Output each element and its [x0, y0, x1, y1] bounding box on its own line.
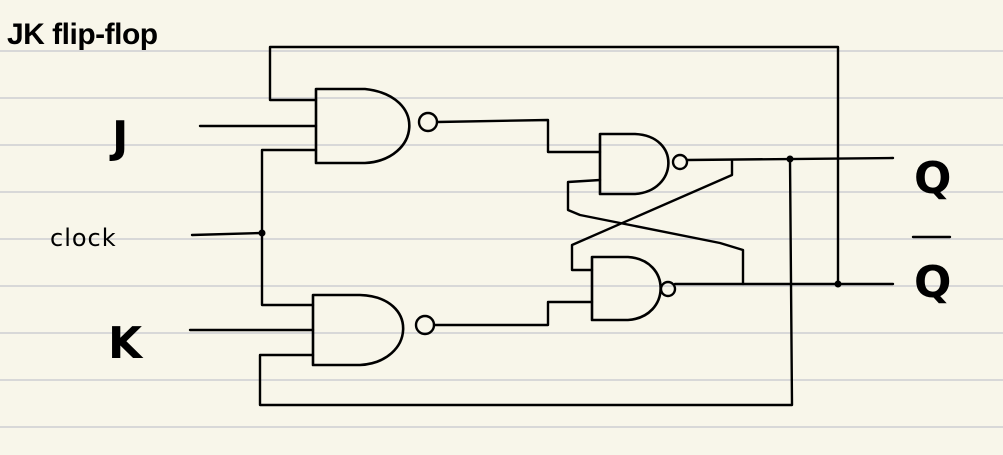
- j-label: J: [109, 112, 128, 163]
- nand-gate-3-bubble: [671, 153, 689, 171]
- clock-label: clock: [50, 224, 117, 252]
- q-junction-dot: [786, 155, 794, 163]
- nand-gate-2-bubble: [414, 314, 436, 336]
- q-bar-label: Q: [914, 257, 951, 308]
- q-label: Q: [914, 153, 951, 204]
- clock-bus-wire: [260, 148, 318, 307]
- page-title: JK flip-flop: [7, 18, 158, 51]
- nand-gate-4-bubble: [659, 280, 677, 298]
- nand-gate-1: [314, 87, 439, 165]
- nand-gate-1-bubble: [417, 111, 439, 133]
- k-label: K: [108, 318, 144, 369]
- cross-wire-qbar-to-nand3: [566, 178, 745, 286]
- nand2-to-nand4-wire: [432, 300, 594, 327]
- nand-gate-2: [311, 293, 436, 367]
- cross-wire-q-to-nand4: [570, 158, 734, 272]
- q-feedback-wire: [258, 157, 794, 407]
- clock-junction-dot: [258, 229, 266, 237]
- nand-gate-4: [590, 255, 677, 322]
- q-bar-feedback-wire: [268, 45, 840, 286]
- nand-gate-3: [598, 132, 689, 196]
- q-bar-junction-dot: [834, 280, 842, 288]
- clock-input-wire: [190, 231, 264, 237]
- nand1-to-nand3-wire: [435, 118, 602, 154]
